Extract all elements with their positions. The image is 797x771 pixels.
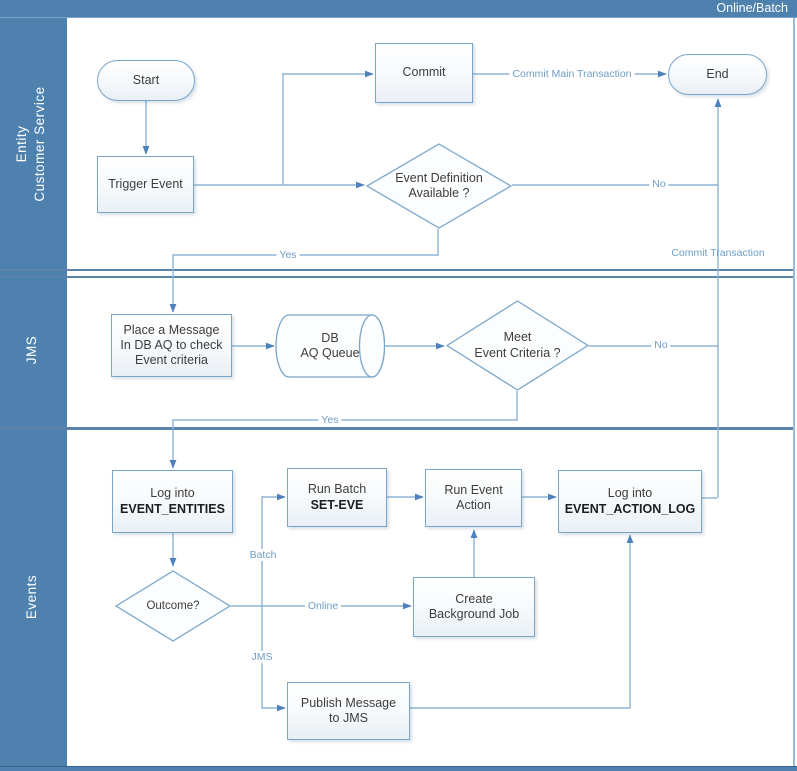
- diamond-shape: [366, 143, 512, 229]
- node-log-event-entities: Log into EVENT_ENTITIES: [112, 470, 233, 533]
- node-db-aq-queue: DB AQ Queue: [275, 314, 385, 378]
- edge-label-commit-transaction: Commit Transaction: [671, 247, 765, 259]
- node-end: End: [668, 54, 767, 95]
- edge-label-jms: JMS: [248, 651, 276, 663]
- edge-label-yes-top: Yes: [276, 249, 300, 261]
- edge-label-no-mid: No: [651, 339, 671, 351]
- node-start: Start: [97, 60, 195, 101]
- diamond-shape: [115, 570, 231, 642]
- lane-label-sidebar: [0, 18, 67, 766]
- edge-label-batch: Batch: [246, 549, 280, 561]
- edge-label-yes-mid: Yes: [318, 414, 342, 426]
- node-outcome-decision: Outcome?: [115, 570, 231, 642]
- edge-label-online: Online: [304, 600, 342, 612]
- node-meet-criteria-decision: Meet Event Criteria ?: [446, 300, 589, 391]
- node-trigger-event: Trigger Event: [97, 156, 194, 213]
- node-create-background-job: Create Background Job: [413, 577, 535, 637]
- node-publish-message: Publish Message to JMS: [287, 682, 410, 740]
- edge-label-commit-main-transaction: Commit Main Transaction: [509, 68, 635, 80]
- node-event-definition-decision: Event Definition Available ?: [366, 143, 512, 229]
- node-commit: Commit: [375, 43, 473, 103]
- node-log-event-action-log: Log into EVENT_ACTION_LOG: [558, 470, 702, 533]
- diagram-title-bar: Online/Batch: [0, 0, 797, 18]
- bottom-bar: [0, 766, 797, 771]
- cylinder-shape: [275, 314, 385, 378]
- lane-separator-1b: [0, 276, 795, 278]
- lane-separator-1a: [0, 269, 795, 271]
- diagram-title: Online/Batch: [716, 1, 788, 15]
- node-run-batch: Run Batch SET-EVE: [287, 468, 387, 527]
- node-run-event-action: Run Event Action: [425, 469, 522, 527]
- diamond-shape: [446, 300, 589, 391]
- page-right-border: [793, 18, 795, 766]
- lane-separator-2: [0, 427, 795, 430]
- node-place-message: Place a Message In DB AQ to check Event …: [111, 314, 232, 377]
- edge-label-no-top: No: [649, 178, 669, 190]
